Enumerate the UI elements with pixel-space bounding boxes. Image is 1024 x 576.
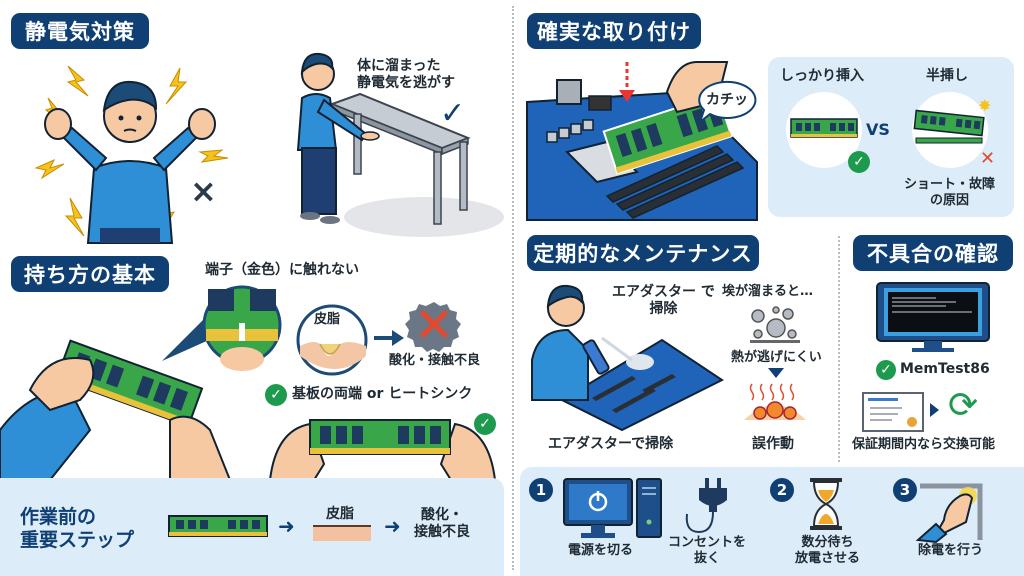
vs-label: VS xyxy=(866,120,890,139)
exchange-icon: ⟳ xyxy=(948,385,979,426)
oxidation-result-text: 酸化・接触不良 xyxy=(389,353,481,368)
discharge-caption-line2: 静電気を逃がす xyxy=(357,74,455,91)
oxidation-x-icon xyxy=(405,302,461,352)
motherboard-install-illustration xyxy=(526,61,758,221)
pre-work-title-line2: 重要ステップ xyxy=(20,528,135,551)
terminal-warning-text: 端子（金色）に触れない xyxy=(205,262,359,278)
step-1-sub: コンセントを 抜く xyxy=(668,535,746,566)
step-2-label: 数分待ち 放電させる xyxy=(795,535,860,566)
pre-work-sebum-label: 皮脂 xyxy=(326,506,354,522)
air-duster-caption-line2: 掃除 xyxy=(649,300,678,317)
half-insert-result: ショート・故障 の原因 xyxy=(904,177,995,208)
good-check-icon: ✓ xyxy=(440,96,466,131)
pre-work-steps-title: 作業前の 重要ステップ xyxy=(20,506,134,552)
arrow-right-icon xyxy=(374,330,404,346)
full-insert-module-icon xyxy=(790,118,858,138)
sebum-label: 皮脂 xyxy=(314,312,341,327)
half-insert-module-icon xyxy=(913,109,985,144)
dust-caption: 埃が溜まると… xyxy=(722,284,814,299)
half-insert-label: 半挿し xyxy=(926,68,968,84)
bad-x-icon: × xyxy=(190,172,217,210)
step-3-label: 除電を行う xyxy=(918,543,984,558)
section-title-holding: 持ち方の基本 xyxy=(11,256,169,292)
spark-icon: ✸ xyxy=(978,96,992,115)
memtest-check-icon: ✓ xyxy=(876,360,896,380)
pre-work-result: 酸化・ 接触不良 xyxy=(414,507,470,541)
discharge-caption-line1: 体に溜まった xyxy=(357,58,441,74)
air-duster-caption-line1: エアダスター で xyxy=(612,284,715,300)
step-1-sub-line2: 抜く xyxy=(694,550,721,566)
air-duster-caption: エアダスター で 掃除 xyxy=(612,284,715,318)
memtest-monitor-illustration xyxy=(876,282,990,352)
discharge-person-table-illustration xyxy=(296,52,504,237)
full-insert-label: しっかり挿入 xyxy=(780,68,864,84)
air-duster-bottom-caption: エアダスターで掃除 xyxy=(548,436,674,452)
overheat-icon xyxy=(744,383,806,420)
step-3-number: 3 xyxy=(893,478,917,502)
half-insert-x-icon: ✕ xyxy=(980,148,996,169)
pre-work-title-line1: 作業前の xyxy=(20,506,97,528)
step-1-sub-line1: コンセントを xyxy=(668,535,747,550)
heat-caption: 熱が逃げにくい xyxy=(731,350,822,365)
unplug-icon xyxy=(685,478,727,534)
static-charged-person-illustration xyxy=(34,65,229,244)
section-title-troubleshoot: 不具合の確認 xyxy=(853,235,1013,271)
hourglass-icon xyxy=(810,478,842,530)
section-title-static: 静電気対策 xyxy=(11,13,149,49)
right-triangle-icon xyxy=(930,403,939,417)
memory-module-icon xyxy=(168,515,268,537)
step-2-label-line2: 放電させる xyxy=(795,550,861,566)
hands-holding-memory-illustration xyxy=(0,339,232,481)
malfunction-label: 誤作動 xyxy=(752,436,794,452)
air-duster-cleaning-illustration xyxy=(531,284,724,432)
terminal-closeup-illustration xyxy=(162,285,282,371)
step-1-number: 1 xyxy=(529,478,553,502)
half-insert-result-line1: ショート・故障 xyxy=(904,177,996,192)
step-2-label-line1: 数分待ち xyxy=(801,535,854,550)
step-2-number: 2 xyxy=(770,478,794,502)
down-triangle-icon xyxy=(768,368,784,378)
discharge-caption: 体に溜まった 静電気を逃がす xyxy=(357,58,455,92)
correct-grip-check-badge: ✓ xyxy=(474,413,496,435)
center-divider xyxy=(512,6,514,570)
dust-particles-icon xyxy=(750,306,800,343)
sebum-closeup-illustration xyxy=(296,304,368,376)
touch-metal-hand-icon xyxy=(915,483,983,544)
half-insert-result-line2: の原因 xyxy=(930,192,970,208)
pre-work-result-line2: 接触不良 xyxy=(414,523,470,540)
skin-layer-icon xyxy=(313,527,371,541)
click-speech-bubble xyxy=(697,80,757,125)
section-title-install: 確実な取り付け xyxy=(527,13,701,49)
full-insert-check-icon: ✓ xyxy=(848,151,870,173)
arrow-right-icon: ➜ xyxy=(278,514,295,538)
warranty-certificate-icon xyxy=(862,392,924,432)
section-title-maintenance: 定期的なメンテナンス xyxy=(527,235,759,271)
correct-grip-text: 基板の両端 or ヒートシンク xyxy=(292,386,473,402)
pre-work-result-line1: 酸化・ xyxy=(421,507,463,523)
sebum-layer-line xyxy=(313,525,371,527)
arrow-right-icon-2: ➜ xyxy=(384,514,401,538)
click-sound-text: カチッ xyxy=(706,92,748,108)
correct-grip-illustration xyxy=(268,419,497,481)
warranty-text: 保証期間内なら交換可能 xyxy=(852,437,996,452)
pc-power-off-icon xyxy=(563,478,662,538)
correct-grip-check-icon: ✓ xyxy=(265,384,287,406)
step-1-label: 電源を切る xyxy=(568,543,634,558)
memtest-label: MemTest86 xyxy=(900,361,990,377)
right-divider xyxy=(838,236,840,462)
